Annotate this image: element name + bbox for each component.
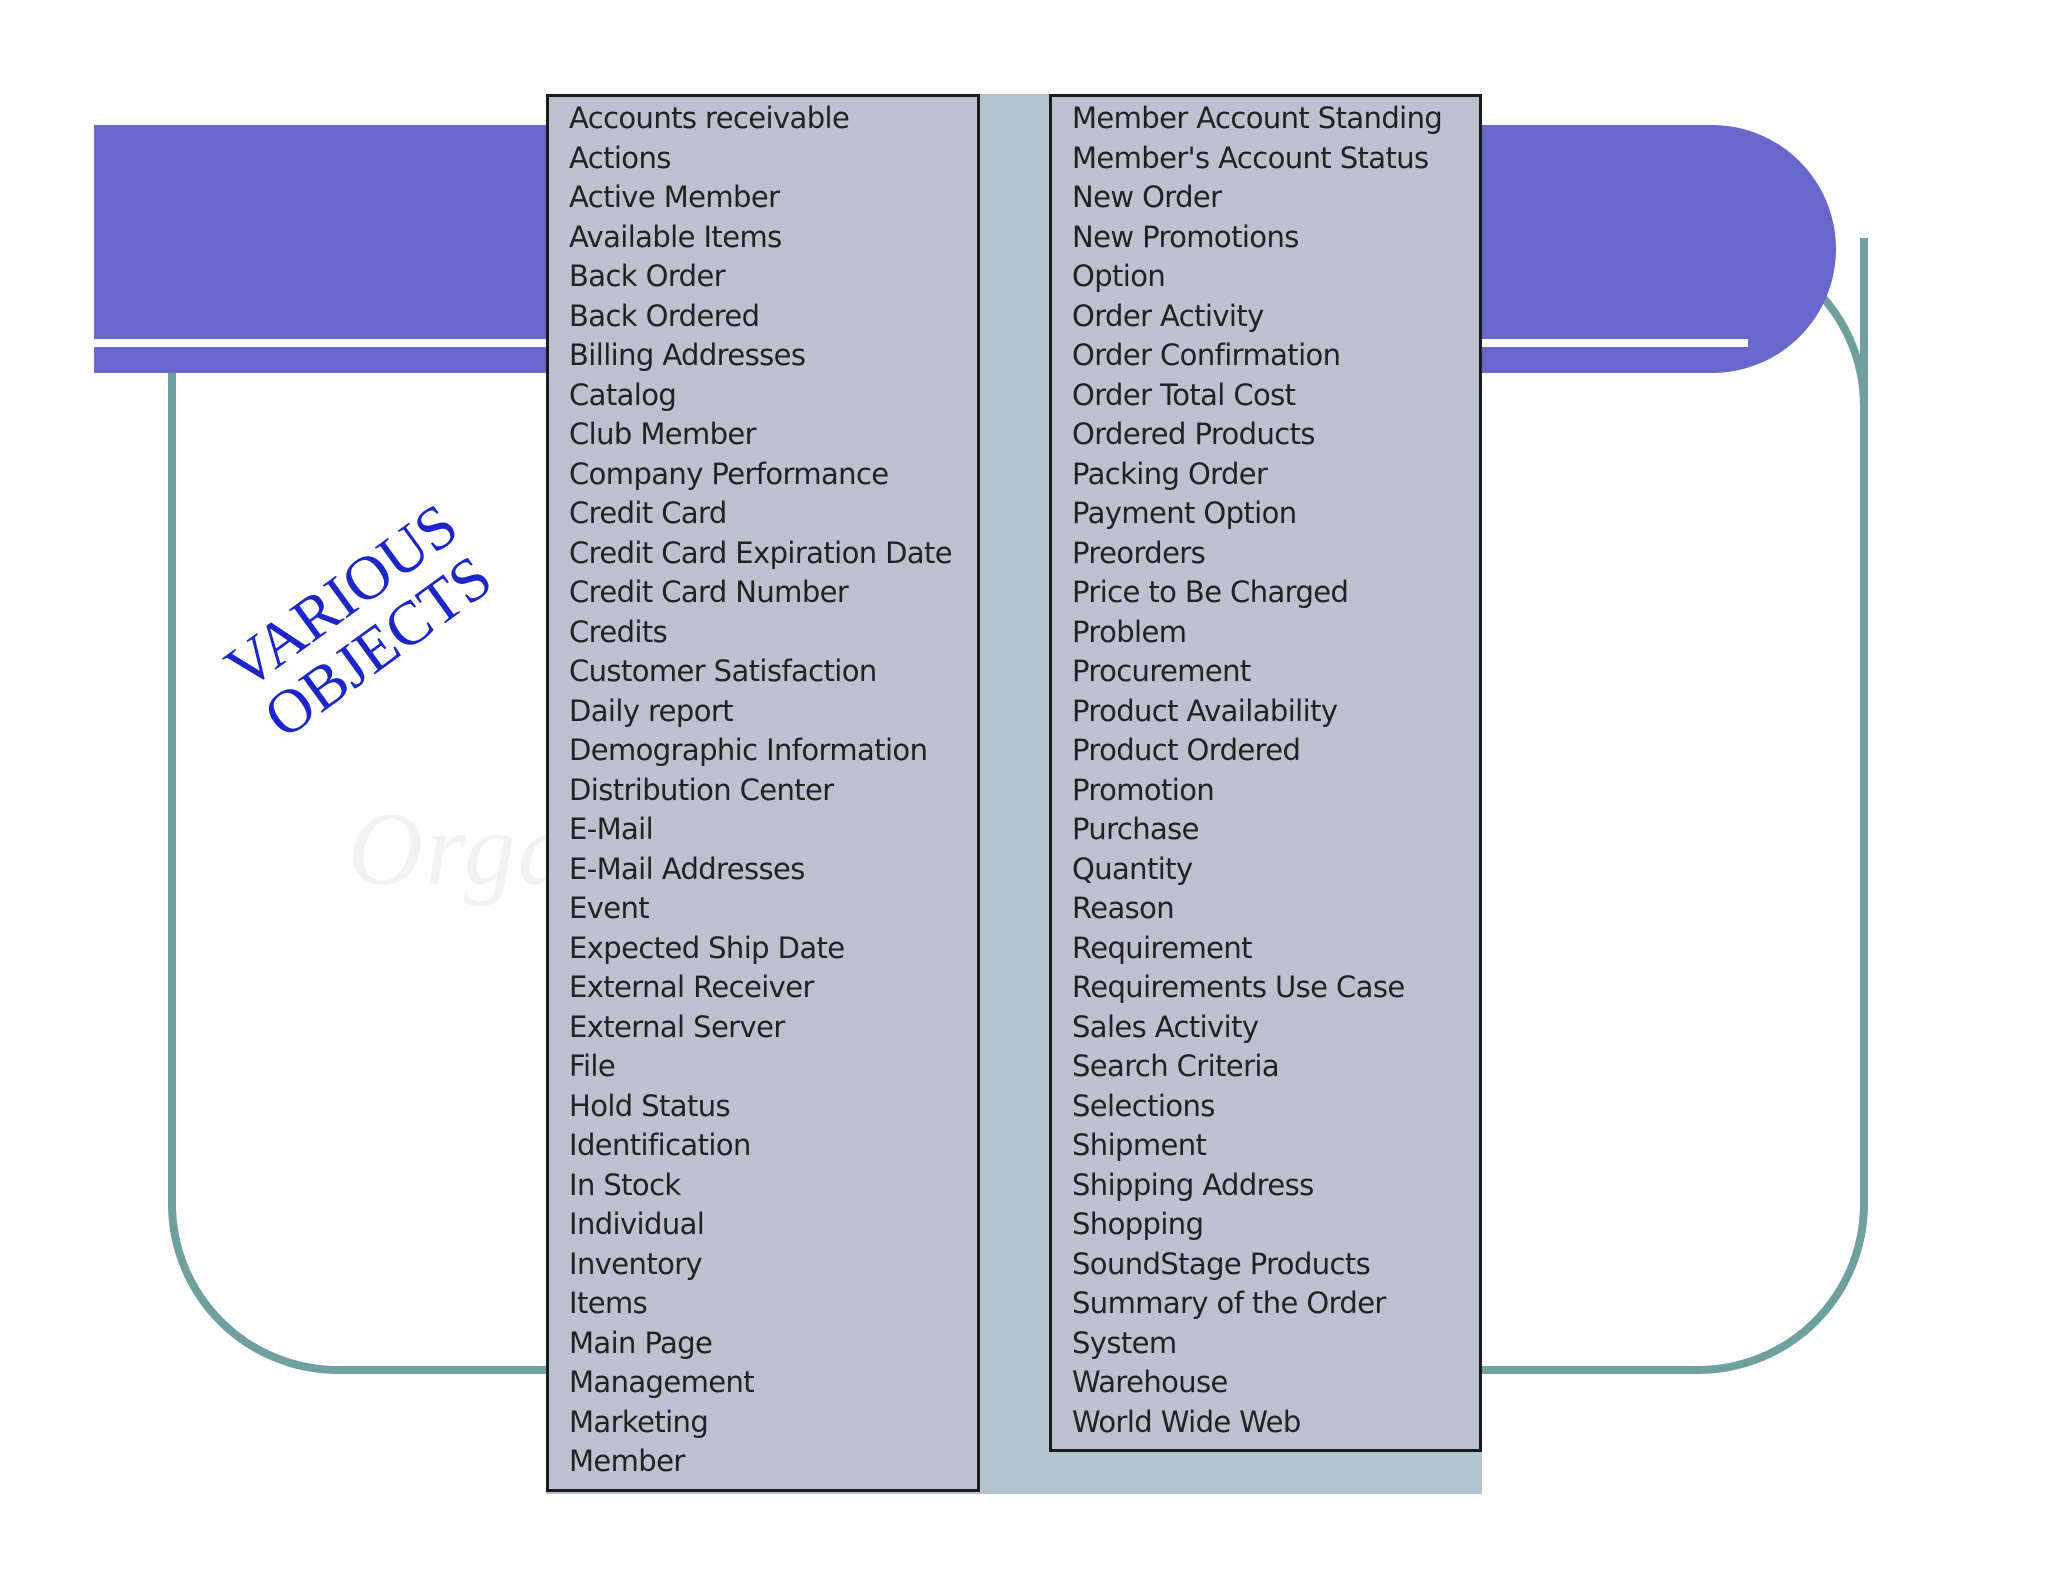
list-item: File bbox=[569, 1049, 616, 1083]
list-item: Purchase bbox=[1072, 812, 1199, 846]
list-item: Inventory bbox=[569, 1246, 703, 1281]
list-item: Items bbox=[569, 1286, 648, 1320]
list-item: Preorders bbox=[1072, 535, 1206, 570]
list-item: Club Member bbox=[569, 417, 757, 451]
list-item: New Promotions bbox=[1072, 219, 1299, 254]
list-item: Requirements Use Case bbox=[1072, 970, 1405, 1004]
list-item: Back Order bbox=[569, 259, 726, 293]
list-item: Payment Option bbox=[1072, 496, 1297, 530]
list-item: Hold Status bbox=[569, 1088, 731, 1123]
list-item: Sales Activity bbox=[1072, 1009, 1259, 1044]
list-item: Procurement bbox=[1072, 654, 1251, 688]
list-item: Credits bbox=[569, 614, 668, 649]
list-item: Problem bbox=[1072, 614, 1187, 649]
list-item: Credit Card Number bbox=[569, 575, 849, 609]
list-item: Selections bbox=[1072, 1088, 1215, 1123]
list-item: Identification bbox=[569, 1128, 751, 1162]
list-item: Order Confirmation bbox=[1072, 338, 1341, 372]
list-item: In Stock bbox=[569, 1167, 681, 1202]
list-item: E-Mail bbox=[569, 812, 654, 846]
list-item: Actions bbox=[569, 140, 671, 175]
list-item: Catalog bbox=[569, 377, 677, 412]
list-item: Member Account Standing bbox=[1072, 101, 1443, 135]
list-item: Marketing bbox=[569, 1404, 709, 1439]
list-item: Member's Account Status bbox=[1072, 140, 1429, 175]
list-item: Search Criteria bbox=[1072, 1049, 1280, 1083]
list-item: Order Total Cost bbox=[1072, 377, 1296, 412]
list-item: Management bbox=[569, 1365, 755, 1399]
list-item: Reason bbox=[1072, 891, 1175, 925]
list-item: Expected Ship Date bbox=[569, 930, 845, 965]
list-item: New Order bbox=[1072, 180, 1222, 214]
list-item: Ordered Products bbox=[1072, 417, 1315, 451]
list-item: Product Ordered bbox=[1072, 733, 1301, 767]
list-item: Packing Order bbox=[1072, 456, 1268, 491]
list-item: Credit Card bbox=[569, 496, 727, 530]
list-item: Member bbox=[569, 1444, 685, 1478]
list-item: Available Items bbox=[569, 219, 782, 254]
list-item: Summary of the Order bbox=[1072, 1286, 1386, 1320]
list-item: Requirement bbox=[1072, 930, 1253, 965]
list-item: Order Activity bbox=[1072, 298, 1264, 333]
list-item: Product Availability bbox=[1072, 693, 1338, 728]
list-item: Credit Card Expiration Date bbox=[569, 535, 953, 570]
list-item: Billing Addresses bbox=[569, 338, 806, 372]
list-item: Shipping Address bbox=[1072, 1167, 1314, 1202]
list-item: Shipment bbox=[1072, 1128, 1207, 1162]
list-item: External Server bbox=[569, 1009, 785, 1044]
list-item: E-Mail Addresses bbox=[569, 851, 805, 886]
list-item: Option bbox=[1072, 259, 1166, 293]
list-item: System bbox=[1072, 1325, 1177, 1360]
list-item: Back Ordered bbox=[569, 298, 760, 333]
list-item: Demographic Information bbox=[569, 733, 928, 767]
list-item: Distribution Center bbox=[569, 772, 834, 807]
list-item: SoundStage Products bbox=[1072, 1246, 1371, 1281]
list-item: Main Page bbox=[569, 1325, 713, 1360]
list-item: Event bbox=[569, 891, 650, 925]
list-item: Price to Be Charged bbox=[1072, 575, 1349, 609]
list-item: World Wide Web bbox=[1072, 1404, 1301, 1439]
list-item: Accounts receivable bbox=[569, 101, 850, 135]
list-item: Individual bbox=[569, 1207, 705, 1241]
list-item: Quantity bbox=[1072, 851, 1193, 886]
list-item: External Receiver bbox=[569, 970, 814, 1004]
list-item: Shopping bbox=[1072, 1207, 1204, 1241]
list-item: Company Performance bbox=[569, 456, 889, 491]
list-item: Customer Satisfaction bbox=[569, 654, 877, 688]
list-item: Promotion bbox=[1072, 772, 1215, 807]
list-item: Active Member bbox=[569, 180, 780, 214]
list-item: Daily report bbox=[569, 693, 734, 728]
list-item: Warehouse bbox=[1072, 1365, 1228, 1399]
